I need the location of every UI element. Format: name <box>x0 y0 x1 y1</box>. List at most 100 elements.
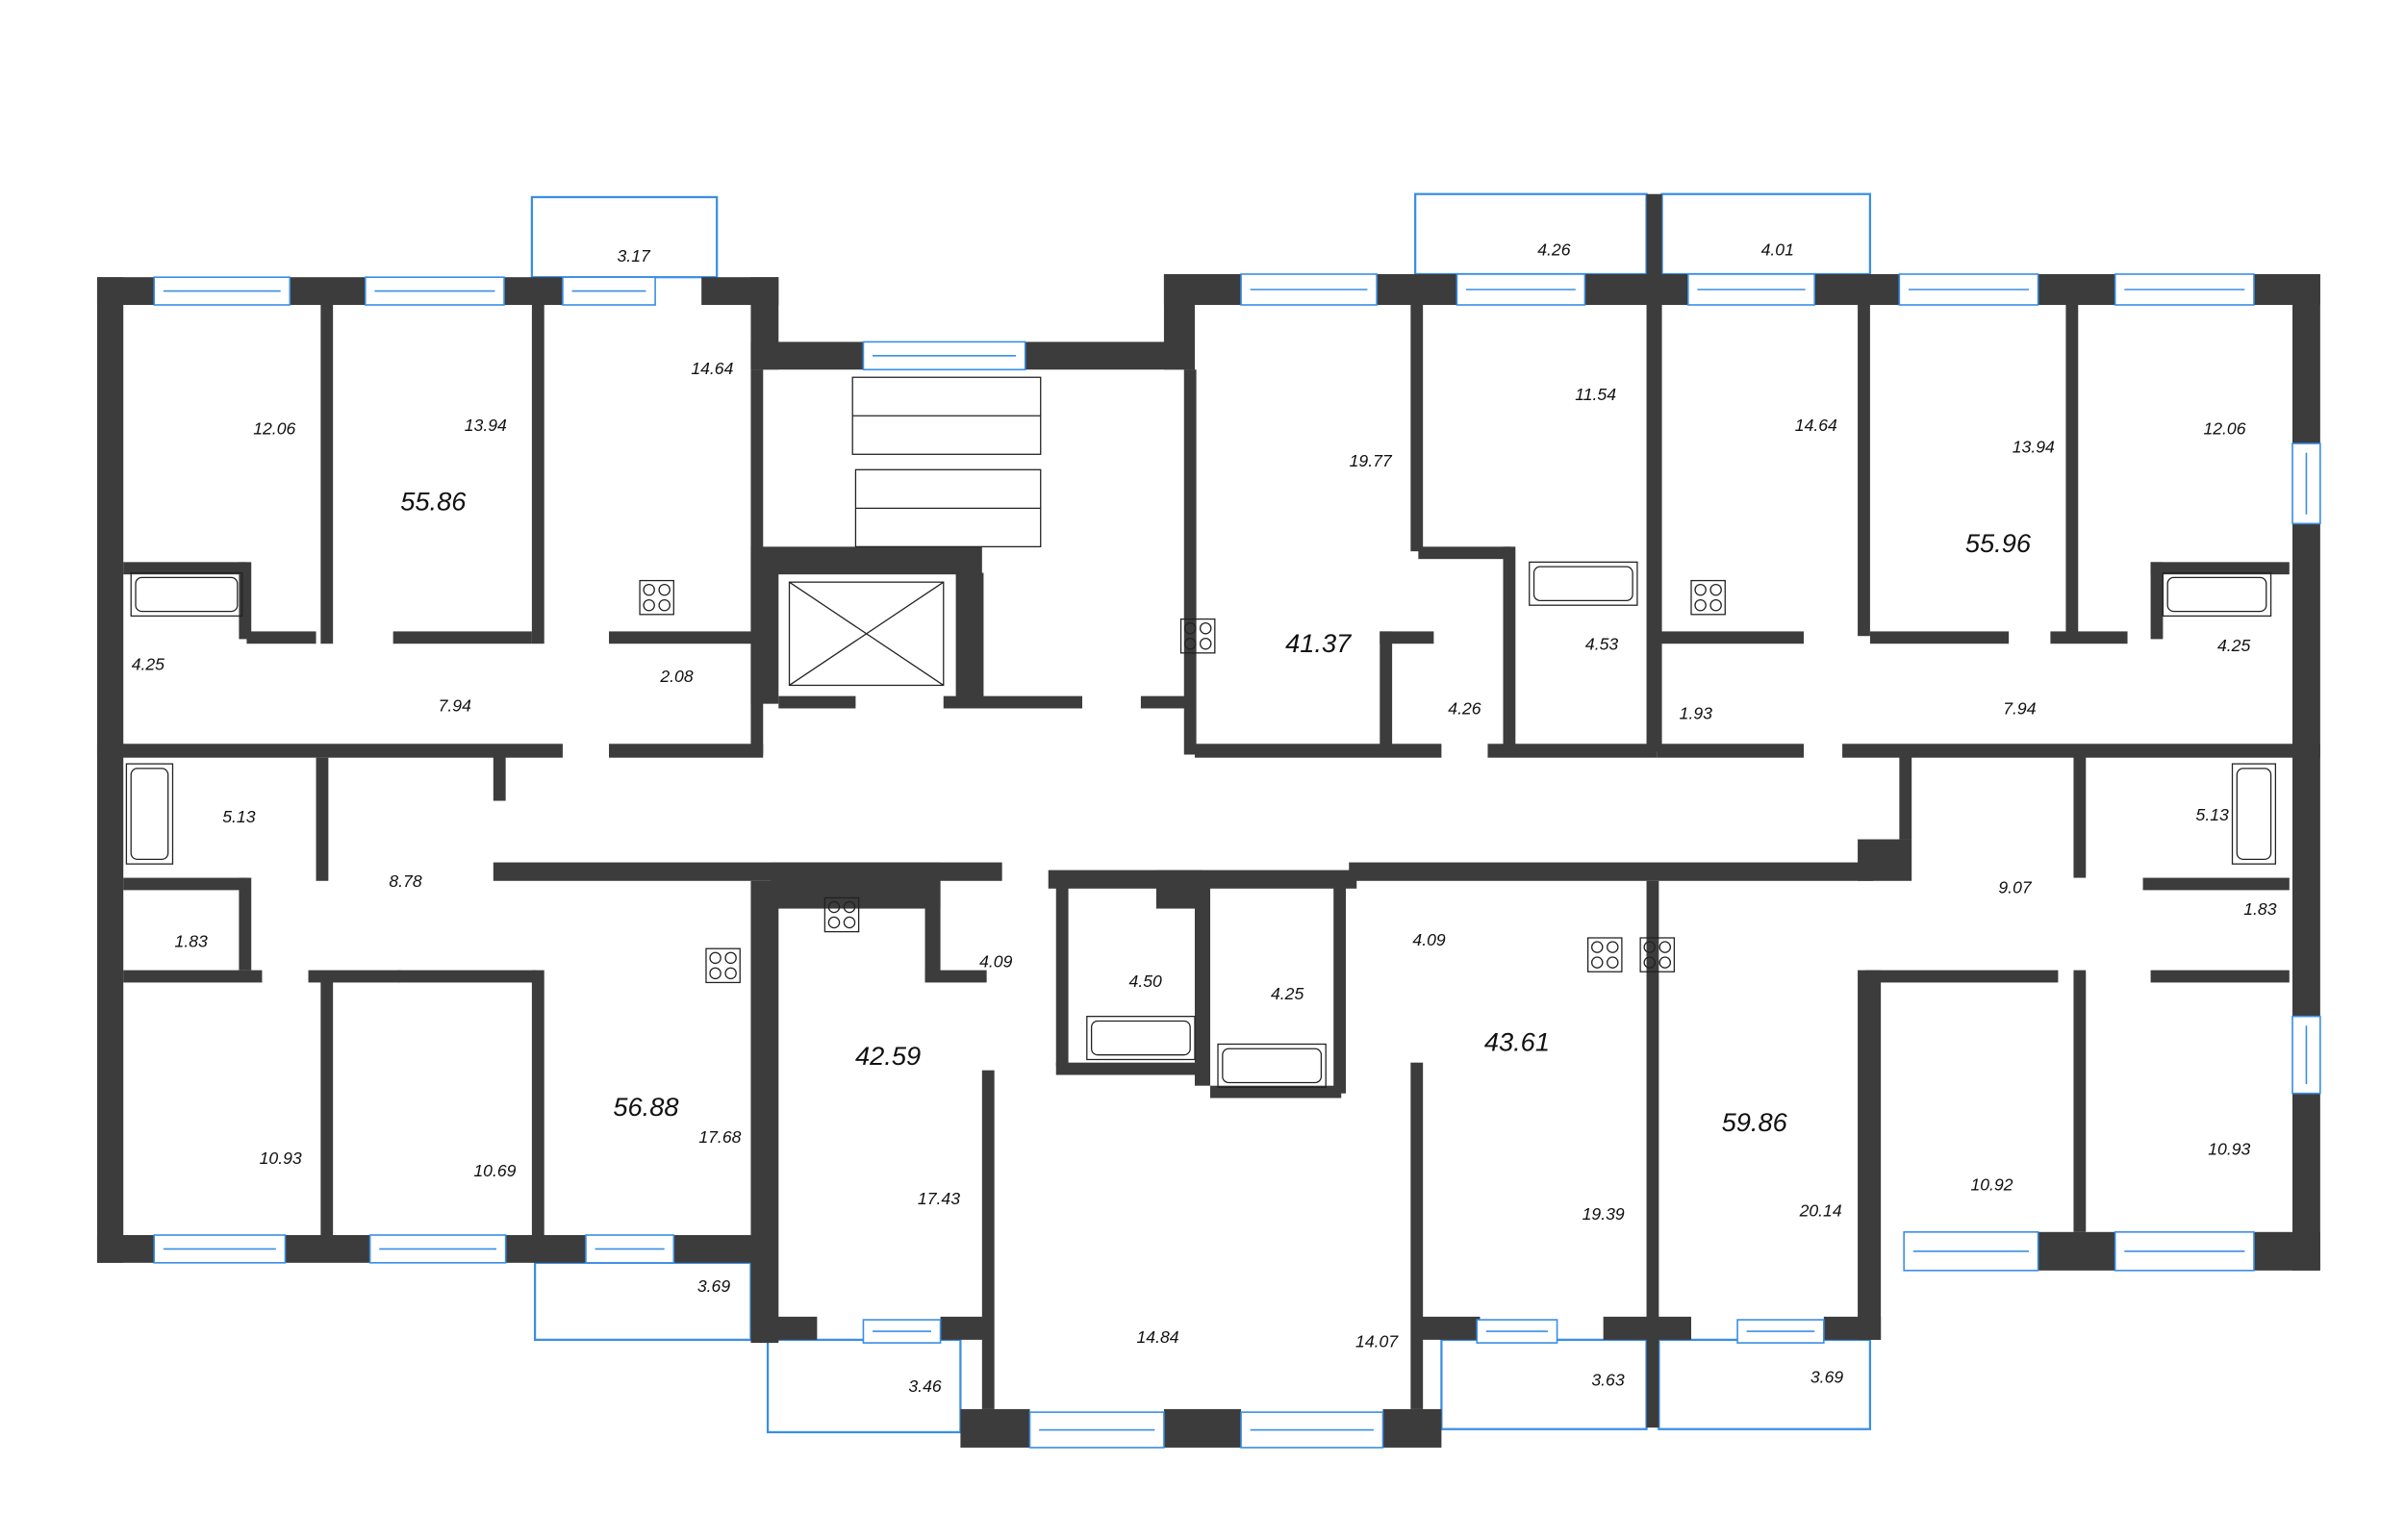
window <box>2114 273 2255 306</box>
bathtub-icon <box>125 763 174 865</box>
wall <box>1657 744 1804 758</box>
wall <box>316 757 329 881</box>
wall <box>246 631 316 644</box>
room-area-label: 8.78 <box>389 871 421 891</box>
window <box>153 1234 287 1264</box>
wall <box>392 631 532 644</box>
elevator-shaft <box>788 581 945 687</box>
bathtub-icon <box>1529 561 1638 606</box>
wall <box>2038 1231 2115 1271</box>
room-area-label: 20.14 <box>1799 1201 1842 1221</box>
window <box>1903 1230 2039 1272</box>
apartment-total-area: 43.61 <box>1484 1027 1550 1057</box>
wall <box>1194 885 1211 1086</box>
stove-icon <box>1639 937 1676 972</box>
wall <box>239 877 252 971</box>
wall <box>320 304 334 644</box>
bathtub-icon <box>1086 1016 1196 1061</box>
wall <box>1418 546 1511 560</box>
window <box>1456 273 1586 306</box>
wall <box>96 744 563 758</box>
wall <box>2150 970 2290 983</box>
wall <box>2142 877 2290 891</box>
wall <box>493 754 506 801</box>
balcony-glazing <box>533 1261 752 1341</box>
apartment-total-area: 42.59 <box>855 1041 921 1071</box>
wall <box>771 862 941 909</box>
wall <box>1503 546 1516 747</box>
stove-icon <box>1179 618 1216 654</box>
wall <box>609 744 764 758</box>
window <box>153 276 291 306</box>
room-area-label: 3.46 <box>908 1376 941 1396</box>
room-area-label: 17.68 <box>698 1127 741 1147</box>
wall <box>955 572 984 704</box>
wall <box>2073 970 2087 1232</box>
wall <box>1823 1316 1882 1340</box>
wall <box>1210 1085 1342 1098</box>
room-area-label: 10.92 <box>1970 1174 2013 1194</box>
bathtub-icon <box>130 571 243 618</box>
window <box>1240 1411 1384 1449</box>
room-area-label: 4.53 <box>1585 634 1618 653</box>
wall <box>771 1316 818 1340</box>
room-area-label: 13.94 <box>2013 438 2055 457</box>
wall <box>960 1408 1030 1448</box>
room-area-label: 4.25 <box>132 654 165 673</box>
room-area-label: 1.83 <box>2243 899 2276 919</box>
window <box>2291 1015 2321 1095</box>
room-area-label: 7.94 <box>439 696 471 716</box>
wall <box>1584 273 1688 305</box>
window <box>862 341 1026 371</box>
wall <box>1333 885 1347 1094</box>
room-area-label: 12.06 <box>2203 418 2245 438</box>
apartment-total-area: 55.96 <box>1965 528 2032 558</box>
wall <box>2038 273 2115 305</box>
room-area-label: 4.09 <box>1412 930 1445 949</box>
wall <box>750 546 982 575</box>
apartment-total-area: 55.86 <box>400 487 467 517</box>
window <box>2291 442 2321 525</box>
window <box>1687 273 1816 306</box>
stove-icon <box>1690 579 1726 616</box>
stove-icon <box>1587 937 1623 972</box>
wall <box>1380 631 1434 644</box>
wall <box>290 277 366 305</box>
room-area-label: 4.26 <box>1537 240 1570 260</box>
room-area-label: 14.64 <box>1795 416 1837 435</box>
wall <box>2292 273 2320 444</box>
wall <box>2065 304 2079 637</box>
room-area-label: 4.01 <box>1761 240 1794 260</box>
stove-icon <box>705 947 741 984</box>
wall <box>750 572 779 704</box>
window <box>1240 273 1378 306</box>
wall <box>2292 523 2320 1017</box>
window <box>562 276 656 306</box>
wall <box>123 562 247 575</box>
wall <box>2150 562 2164 640</box>
window <box>2114 1230 2255 1272</box>
room-area-label: 3.69 <box>1810 1368 1843 1387</box>
room-area-label: 13.94 <box>465 416 507 435</box>
wall <box>123 877 247 891</box>
window <box>1898 273 2039 306</box>
wall <box>750 341 864 370</box>
window <box>1028 1411 1165 1449</box>
wall <box>940 1316 987 1340</box>
wall <box>924 880 941 981</box>
window <box>585 1234 675 1264</box>
wall <box>1858 304 1870 637</box>
wall <box>1382 1408 1442 1448</box>
wall <box>1858 970 1882 1340</box>
wall <box>1418 1316 1481 1340</box>
window <box>1476 1319 1558 1344</box>
wall <box>1657 631 1804 644</box>
wall <box>1410 1062 1424 1409</box>
